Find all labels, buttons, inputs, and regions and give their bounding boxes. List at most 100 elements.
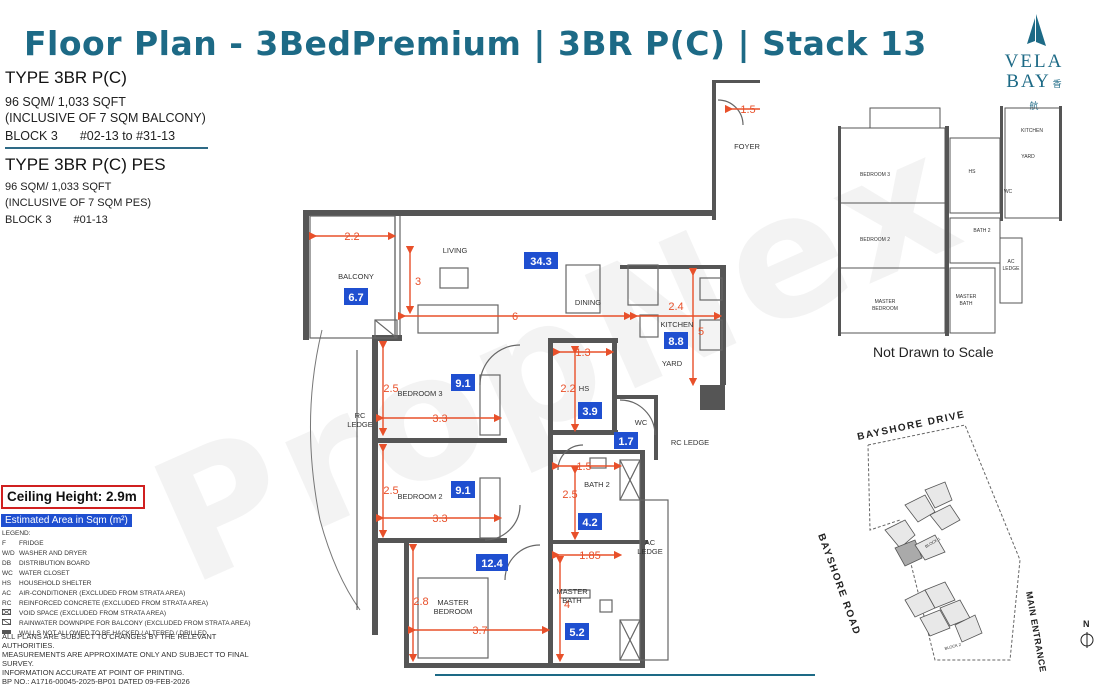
mini-bath2: BATH 2	[973, 228, 990, 234]
mini-bed3: BEDROOM 3	[860, 172, 890, 178]
area-bed3: 9.1	[455, 378, 470, 390]
key-plan: BEDROOM 3 BEDROOM 2 MASTER BEDROOM KITCH…	[838, 106, 1062, 336]
type1-block: BLOCK 3	[5, 129, 58, 143]
room-mbath: MASTER	[556, 587, 588, 596]
note-line: ALL PLANS ARE SUBJECT TO CHANGES BY THE …	[2, 632, 217, 650]
room-wc: WC	[635, 418, 648, 427]
sail-icon	[1027, 14, 1046, 46]
rc-ledge-left: RC	[355, 411, 366, 420]
room-bed3: BEDROOM 3	[397, 389, 442, 398]
north-label: N	[1083, 619, 1090, 629]
room-kitchen: KITCHEN	[661, 320, 694, 329]
type1-units: #02-13 to #31-13	[79, 129, 176, 143]
dim-bath2-h: 2.5	[562, 489, 577, 501]
room-master-2: BEDROOM	[434, 607, 473, 616]
mini-mbath: MASTER	[956, 294, 977, 300]
mini-bed2: BEDROOM 2	[860, 237, 890, 243]
type1-note: (INCLUSIVE OF 7 SQM BALCONY)	[5, 111, 206, 125]
logo-line-2: BAY	[1006, 71, 1051, 92]
room-yard: YARD	[662, 359, 683, 368]
dim-foyer: 1.5	[740, 104, 755, 116]
type2-block-row: BLOCK 3 #01-13	[5, 214, 225, 226]
type2-units: #01-13	[73, 214, 108, 226]
area-bath2: 4.2	[582, 517, 597, 529]
legend-item: VOID SPACE (EXCLUDED FROM STRATA AREA)	[1, 608, 252, 619]
ac-ledge-2: LEDGE	[637, 547, 662, 556]
mini-wc: WC	[1004, 189, 1013, 195]
dim-mbath-h: 4	[564, 599, 570, 611]
page-title: Floor Plan - 3BedPremium | 3BR P(C) | St…	[24, 24, 927, 63]
type1-area: 96 SQM/ 1,033 SQFT	[5, 95, 126, 109]
room-hs: HS	[579, 384, 589, 393]
area-hs: 3.9	[582, 406, 597, 418]
north-arrow-icon	[1080, 632, 1094, 648]
room-living: LIVING	[443, 246, 468, 255]
site-plan: BAYSHORE DRIVE BAYSHORE ROAD MAIN ENTRAN…	[815, 409, 1094, 673]
dim-kitchen-h: 5	[698, 326, 704, 338]
floor-plan: 1.5 2.2 3 6 2.4 5 1.3 2.2 2.5 3.3 1.5 2.…	[303, 80, 760, 668]
legend-title: LEGEND:	[2, 530, 31, 537]
room-mbath-2: BATH	[562, 596, 581, 605]
type2-name: TYPE 3BR P(C) PES	[5, 155, 166, 174]
room-balcony: BALCONY	[338, 272, 374, 281]
dim-hs-h: 2.2	[560, 383, 575, 395]
type1-block-row: BLOCK 3 #02-13 to #31-13	[5, 129, 225, 143]
unit-info: TYPE 3BR P(C) 96 SQM/ 1,033 SQFT (INCLUS…	[5, 68, 225, 226]
downpipe-icon	[1, 618, 12, 626]
type2-note: (INCLUSIVE OF 7 SQM PES)	[5, 197, 152, 209]
dim-kitchen-w: 2.4	[668, 301, 683, 313]
area-master: 12.4	[481, 558, 503, 570]
legend-item: RAINWATER DOWNPIPE FOR BALCONY (EXCLUDED…	[1, 618, 252, 629]
info-divider	[5, 147, 208, 149]
void-space-icon	[1, 608, 12, 616]
type1-name: TYPE 3BR P(C)	[5, 68, 127, 87]
mini-mbath-2: BATH	[960, 301, 973, 307]
dim-master-w: 3.7	[472, 625, 487, 637]
room-bed2: BEDROOM 2	[397, 492, 442, 501]
logo-line-1: VELA	[1004, 51, 1064, 72]
legend-item: WALLS NOT ALLOWED TO BE HACKED / ALTERED…	[2, 629, 252, 639]
dim-bath2-w: 1.5	[576, 461, 591, 473]
dim-mbath-w: 1.85	[579, 550, 600, 562]
type2-block: BLOCK 3	[5, 214, 52, 226]
mini-ac: AC	[1008, 259, 1015, 265]
type2-area: 96 SQM/ 1,033 SQFT	[5, 181, 112, 193]
mini-master: MASTER	[875, 299, 896, 305]
ceiling-height-badge: Ceiling Height: 2.9m	[1, 485, 145, 509]
mini-ac-2: LEDGE	[1003, 266, 1021, 272]
rc-ledge-left-2: LEDGE	[347, 420, 372, 429]
dim-bed2-w: 3.3	[432, 513, 447, 525]
room-foyer: FOYER	[734, 142, 760, 151]
room-bath2: BATH 2	[584, 480, 610, 489]
dim-bed3-h: 2.5	[383, 383, 398, 395]
site-block-2: BLOCK 2	[944, 642, 962, 651]
disclaimer-notes: ALL PLANS ARE SUBJECT TO CHANGES BY THE …	[2, 632, 252, 686]
ac-ledge: AC	[645, 538, 656, 547]
site-main-entrance: MAIN ENTRANCE	[1024, 591, 1048, 673]
estimated-area-label: Estimated Area in Sqm (m²)	[1, 514, 132, 527]
dim-living: 6	[512, 311, 518, 323]
site-bayshore-road: BAYSHORE ROAD	[815, 532, 862, 637]
wall-icon	[2, 630, 11, 634]
note-line: BP NO.: A1716-00045-2025-BP01 DATED 09-F…	[2, 677, 190, 686]
area-mbath: 5.2	[569, 627, 584, 639]
site-bayshore-drive: BAYSHORE DRIVE	[856, 409, 966, 443]
area-kitchen: 8.8	[668, 336, 683, 348]
not-to-scale-label: Not Drawn to Scale	[873, 344, 994, 360]
mini-yard: YARD	[1021, 154, 1035, 160]
area-bed2: 9.1	[455, 485, 470, 497]
area-balcony: 6.7	[348, 292, 363, 304]
note-line: INFORMATION ACCURATE AT POINT OF PRINTIN…	[2, 668, 185, 677]
dim-hs-w: 1.3	[575, 347, 590, 359]
dim-balcony-h: 3	[415, 276, 421, 288]
rc-ledge-right: RC LEDGE	[671, 438, 709, 447]
